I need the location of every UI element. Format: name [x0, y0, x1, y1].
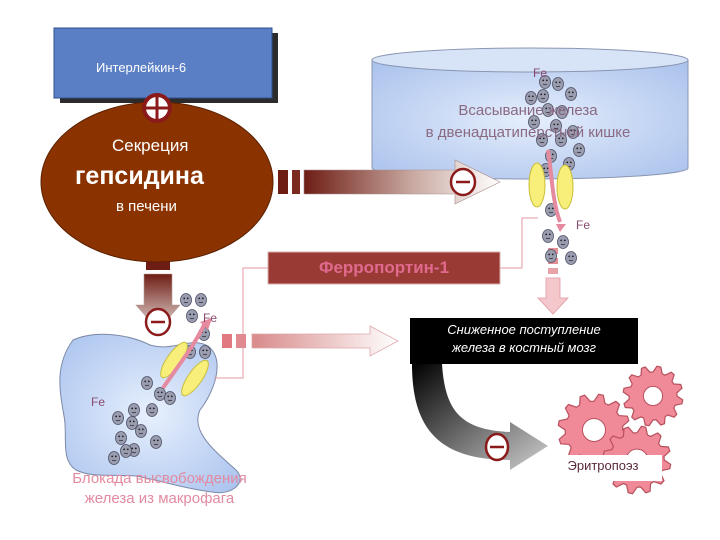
stimulate-symbol-icon — [142, 93, 172, 123]
duodenum-ferroportin-channels — [528, 149, 574, 232]
erythropoiesis-label: Эритропоэз — [567, 458, 639, 473]
liver-label: в печени — [116, 198, 177, 215]
inhibit-symbol-duodenum-icon — [449, 167, 477, 197]
hepcidin-label: гепсидина — [75, 162, 204, 190]
inhibit-symbol-macrophage-icon — [144, 307, 172, 337]
macrophage-release-label: железа из макрофага — [84, 490, 235, 507]
iron-particle-icon — [146, 403, 158, 417]
iron-particle-icon — [195, 293, 207, 307]
iron-particle-icon — [528, 115, 540, 129]
gear-icon — [557, 393, 631, 467]
iron-particle-icon — [542, 229, 554, 243]
reduced-iron-box — [410, 318, 638, 364]
iron-particle-icon — [573, 143, 585, 157]
erythropoiesis-box — [545, 455, 662, 481]
iron-particle-icon — [565, 251, 577, 265]
secretion-label: Секреция — [112, 136, 189, 155]
iron-particle-icon — [542, 103, 554, 117]
iron-particle-icon — [199, 345, 211, 359]
fe-label-macrophage: Fe — [91, 395, 106, 409]
bone-marrow-label: железа в костный мозг — [451, 340, 596, 355]
iron-particle-icon — [557, 235, 569, 249]
macrophage-to-marrow-arrow — [222, 325, 399, 357]
iron-particle-icon — [115, 431, 127, 445]
macrophage-ferroportin-channels — [160, 318, 212, 397]
iron-particle-icon — [128, 403, 140, 417]
iron-particle-icon — [567, 125, 579, 139]
iron-particle-icon — [154, 387, 166, 401]
iron-particle-icon — [550, 119, 562, 133]
iron-particle-icon — [555, 133, 567, 147]
iron-particle-icon — [141, 376, 153, 390]
blockade-label: Блокада высвобождения — [72, 470, 247, 487]
iron-particle-icon — [126, 416, 138, 430]
iron-particle-icon — [537, 89, 549, 103]
hepcidin-to-duodenum-arrow — [278, 159, 501, 205]
curved-arrow-to-erythropoiesis — [412, 364, 548, 470]
iron-particle-icon — [539, 75, 551, 89]
iron-particle-icon — [164, 391, 176, 405]
interleukin-6-box — [53, 27, 273, 99]
fe-label-duodenum-out: Fe — [576, 218, 591, 232]
iron-particle-icon — [112, 411, 124, 425]
reduced-supply-label: Сниженное поступление — [447, 322, 601, 337]
iron-particle-icon — [135, 424, 147, 438]
iron-particle-icon — [180, 293, 192, 307]
iron-particles — [108, 75, 585, 465]
fe-label-top: Fe — [533, 66, 548, 80]
iron-particle-icon — [186, 309, 198, 323]
inhibit-symbol-erythropoiesis-icon — [484, 432, 510, 462]
iron-particle-icon — [120, 444, 132, 458]
iron-particle-icon — [536, 133, 548, 147]
iron-particle-icon — [556, 105, 568, 119]
ferroportin-connectors — [214, 217, 538, 379]
iron-particle-icon — [545, 249, 557, 263]
gear-icon — [622, 365, 684, 427]
interleukin-6-label: Интерлейкин-6 — [96, 60, 187, 75]
fe-label-macrophage-out: Fe — [203, 311, 218, 325]
iron-particle-icon — [150, 435, 162, 449]
ferroportin-label: Ферропортин-1 — [318, 258, 450, 277]
iron-particle-icon — [525, 91, 537, 105]
iron-particle-icon — [565, 87, 577, 101]
iron-particle-icon — [108, 451, 120, 465]
iron-particle-icon — [552, 77, 564, 91]
